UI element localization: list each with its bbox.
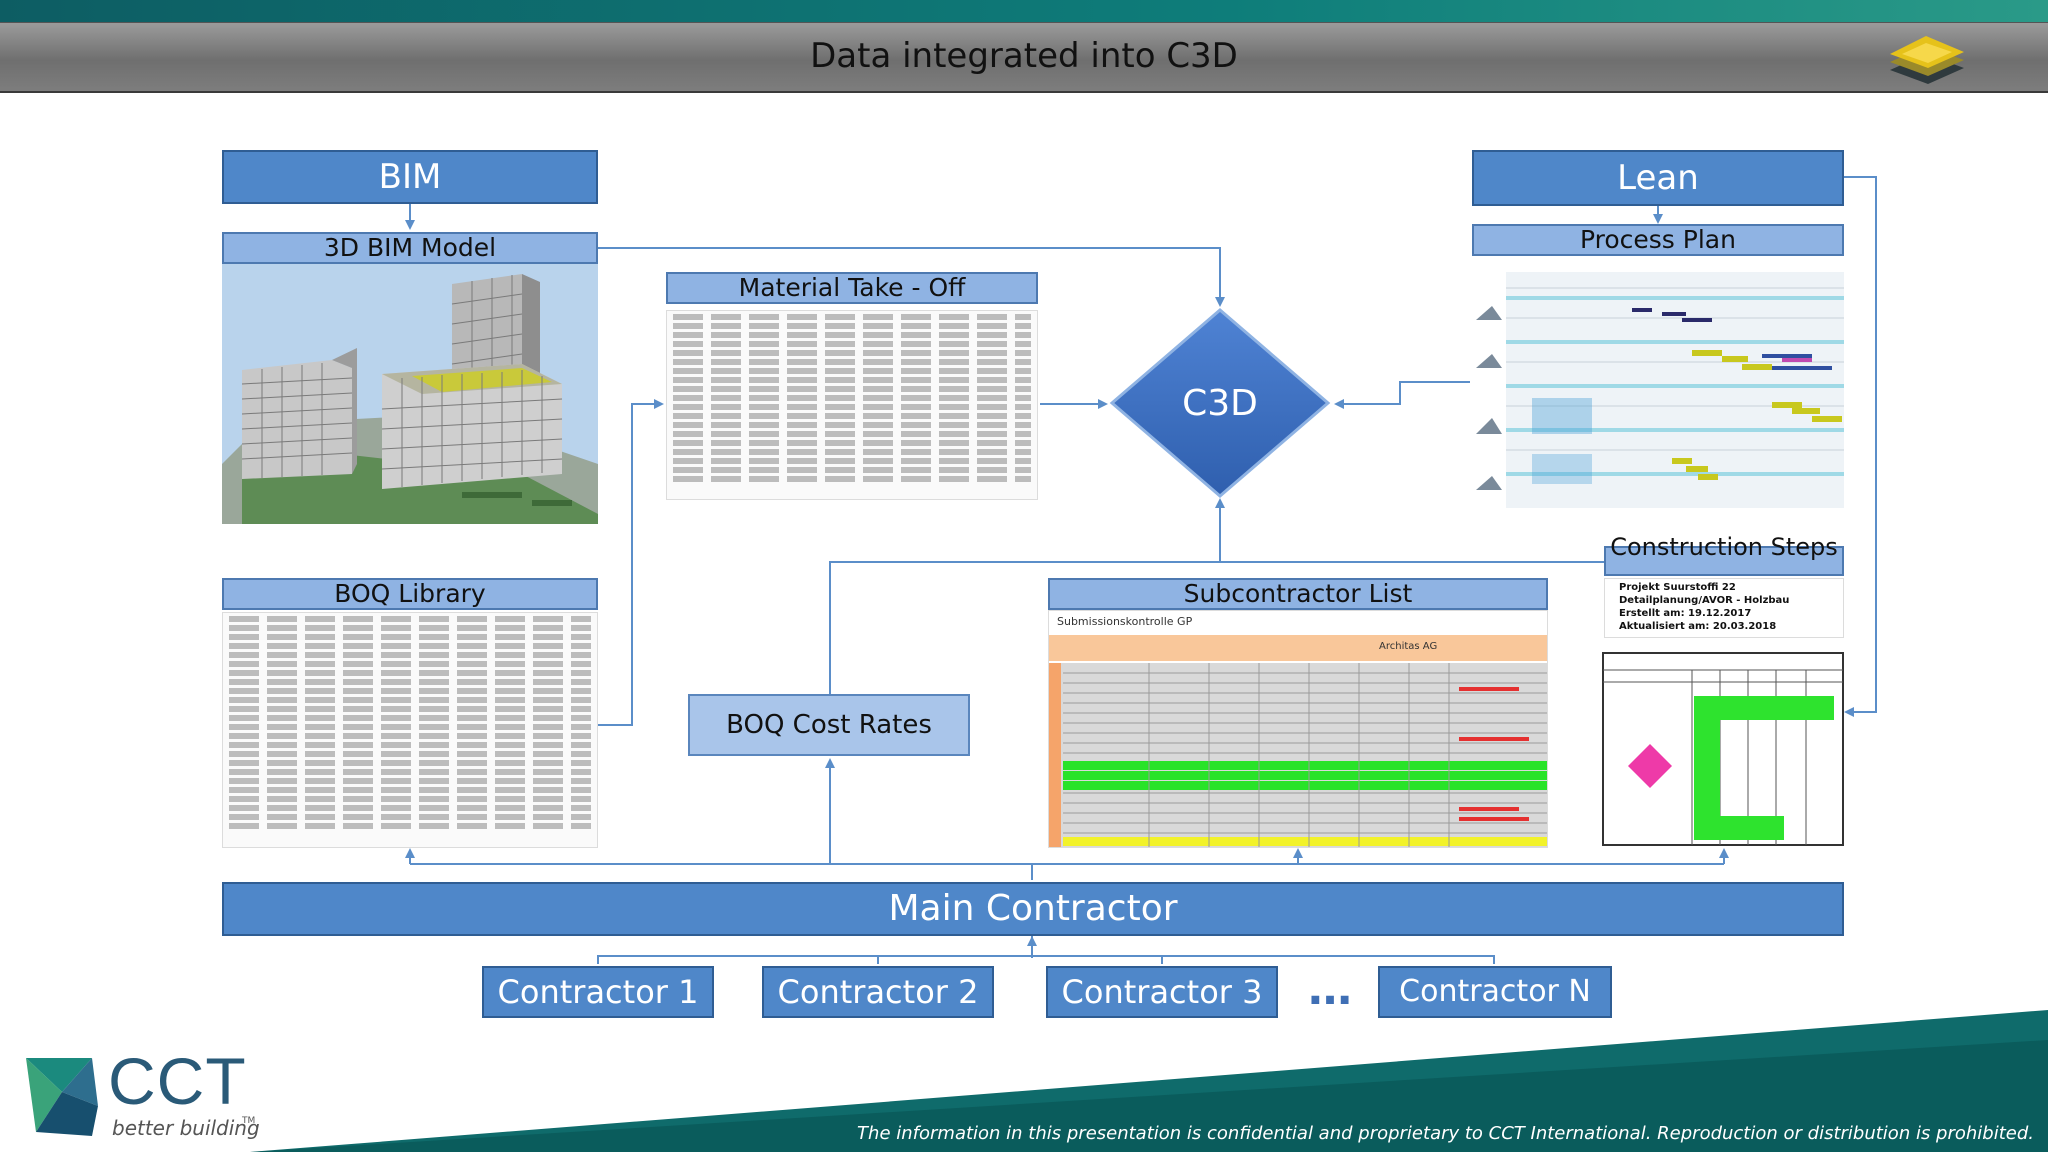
subcontractor-list-image: Submissionskontrolle GP Architas AG	[1048, 610, 1548, 848]
cct-tagline: better building	[112, 1116, 260, 1140]
boq-cost-rates-box: BOQ Cost Rates	[688, 694, 970, 756]
contractor-n-box: Contractor N	[1378, 966, 1612, 1018]
construction-steps-header	[1604, 546, 1844, 576]
cct-logo-text: CCT	[108, 1044, 247, 1118]
contractor-2-box: Contractor 2	[762, 966, 994, 1018]
construction-steps-schedule-image	[1602, 652, 1844, 846]
page-title: Data integrated into C3D	[810, 36, 1238, 76]
c3d-label: C3D	[1182, 383, 1258, 424]
boq-library-table-image	[222, 612, 598, 848]
construction-steps-doc: Projekt Suurstoffi 22 Detailplanung/AVOR…	[1604, 578, 1844, 638]
cct-logo-icon	[26, 1058, 98, 1136]
material-takeoff-header: Material Take - Off	[666, 272, 1038, 304]
c3d-logo-icon	[1890, 36, 1964, 84]
c3d-diamond	[1109, 308, 1331, 498]
lean-box: Lean	[1472, 150, 1844, 206]
construction-steps-label: Construction Steps	[1610, 533, 1838, 561]
process-plan-image	[1472, 258, 1844, 508]
contractor-ellipsis: …	[1308, 964, 1352, 1015]
main-contractor-box: Main Contractor	[222, 882, 1844, 936]
material-takeoff-table-image	[666, 310, 1038, 500]
confidential-notice: The information in this presentation is …	[857, 1123, 2034, 1144]
contractor-1-box: Contractor 1	[482, 966, 714, 1018]
doc-line-1: Projekt Suurstoffi 22	[1619, 582, 1736, 593]
3d-bim-model-header: 3D BIM Model	[222, 232, 598, 264]
boq-library-header: BOQ Library	[222, 578, 598, 610]
title-bar	[0, 22, 2048, 93]
subcontractor-doc-company: Architas AG	[1379, 641, 1438, 652]
doc-line-3: Erstellt am: 19.12.2017	[1619, 608, 1752, 619]
subcontractor-doc-heading: Submissionskontrolle GP	[1057, 615, 1193, 628]
bim-box: BIM	[222, 150, 598, 204]
process-plan-header: Process Plan	[1472, 224, 1844, 256]
doc-line-4: Aktualisiert am: 20.03.2018	[1619, 621, 1777, 632]
doc-line-2: Detailplanung/AVOR - Holzbau	[1619, 595, 1790, 606]
header-accent-bar	[0, 0, 2048, 22]
contractor-3-box: Contractor 3	[1046, 966, 1278, 1018]
subcontractor-list-header: Subcontractor List	[1048, 578, 1548, 610]
subcontractor-rows	[1049, 663, 1547, 847]
3d-bim-model-image	[222, 264, 598, 524]
trademark-mark: TM	[242, 1116, 256, 1126]
